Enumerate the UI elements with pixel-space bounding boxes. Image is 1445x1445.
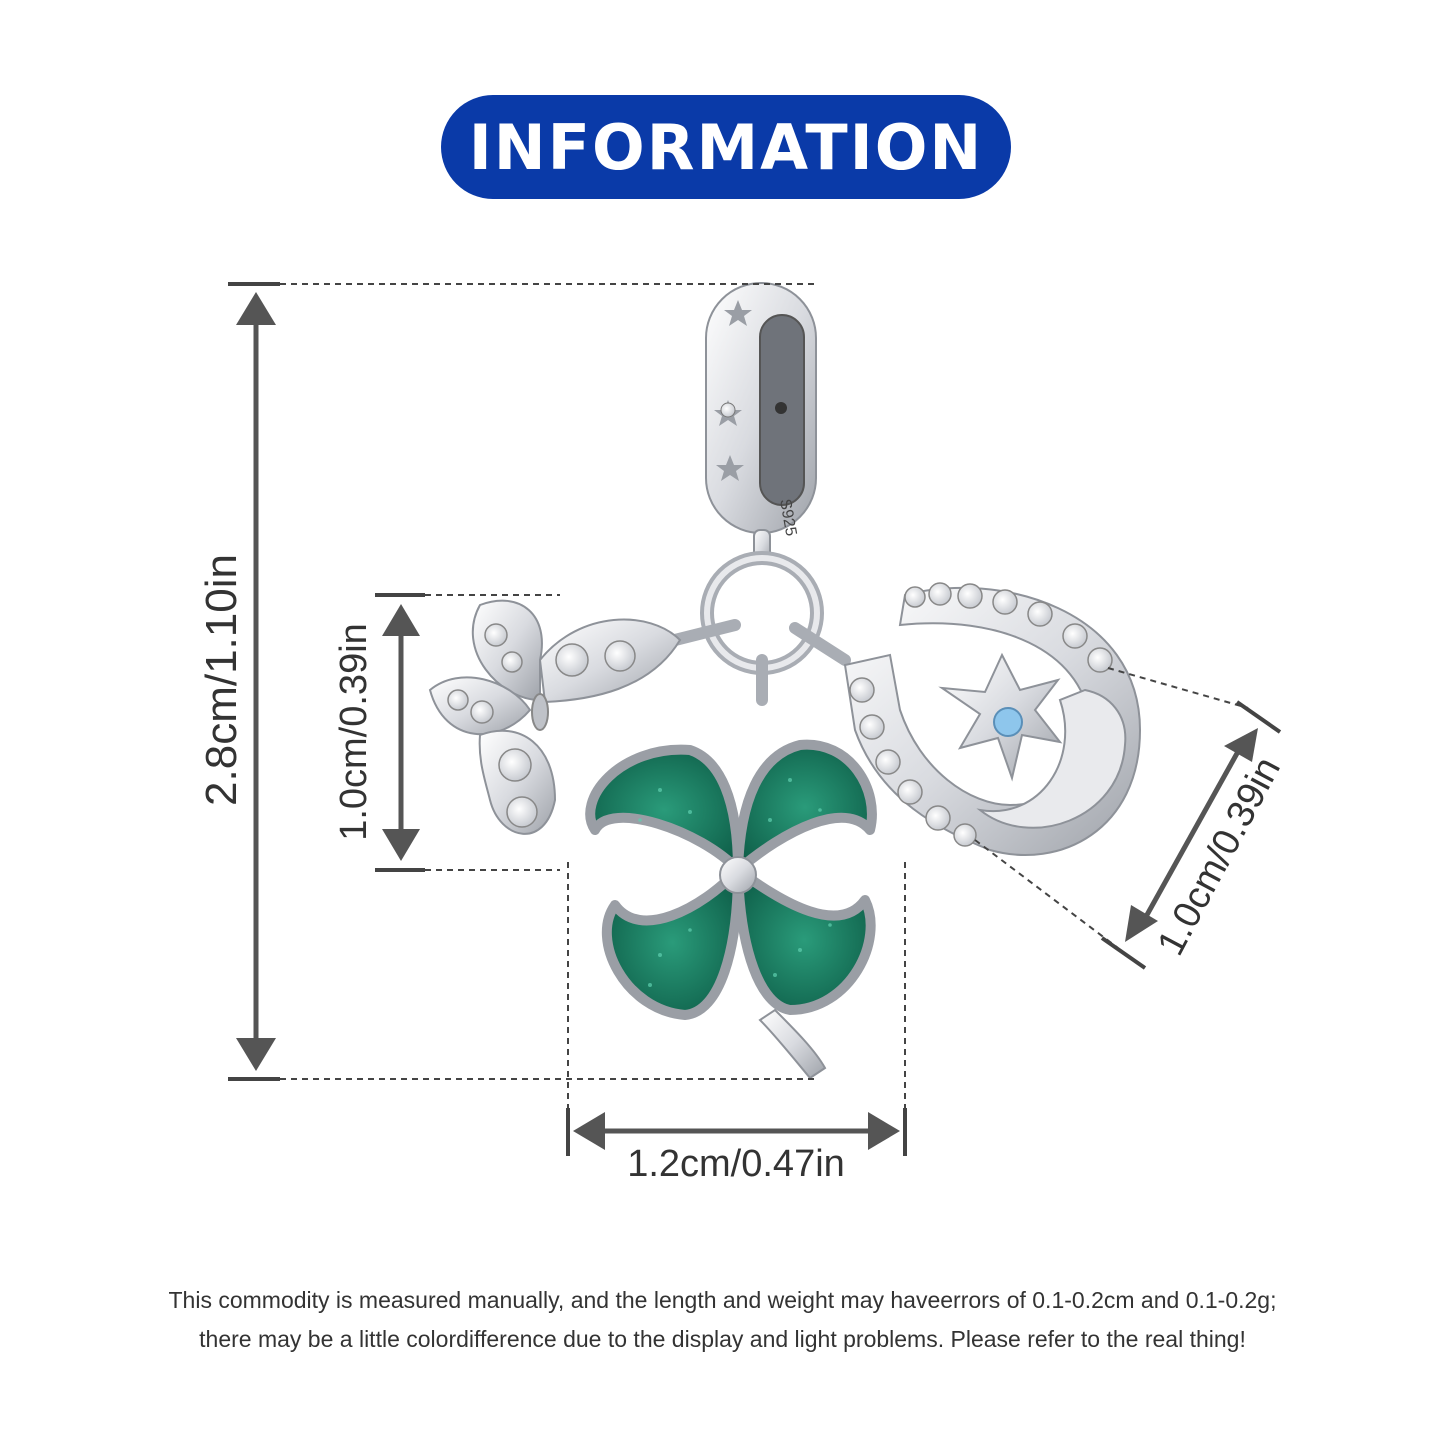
horseshoe-charm xyxy=(843,582,1142,856)
total-height-label: 2.8cm/1.10in xyxy=(197,554,246,806)
connectors xyxy=(669,619,851,706)
info-badge: INFORMATION xyxy=(441,95,1011,199)
disclaimer-line-2: there may be a little colordifference du… xyxy=(199,1326,1246,1352)
disclaimer-line-1: This commodity is measured manually, and… xyxy=(168,1287,1277,1313)
clover-width-dimension: 1.2cm/0.47in xyxy=(566,862,907,1185)
clover-charm xyxy=(585,739,877,1080)
bail-bead: S925 xyxy=(705,282,817,538)
butterfly-charm xyxy=(428,599,682,835)
butterfly-height-label: 1.0cm/0.39in xyxy=(333,623,375,841)
clover-width-label: 1.2cm/0.47in xyxy=(627,1143,845,1185)
total-height-dimension: 2.8cm/1.10in xyxy=(197,282,815,1081)
blue-stone xyxy=(993,707,1023,737)
info-title: INFORMATION xyxy=(468,110,984,184)
s925-stamp: S925 xyxy=(776,498,799,538)
butterfly-height-dimension: 1.0cm/0.39in xyxy=(333,593,560,872)
